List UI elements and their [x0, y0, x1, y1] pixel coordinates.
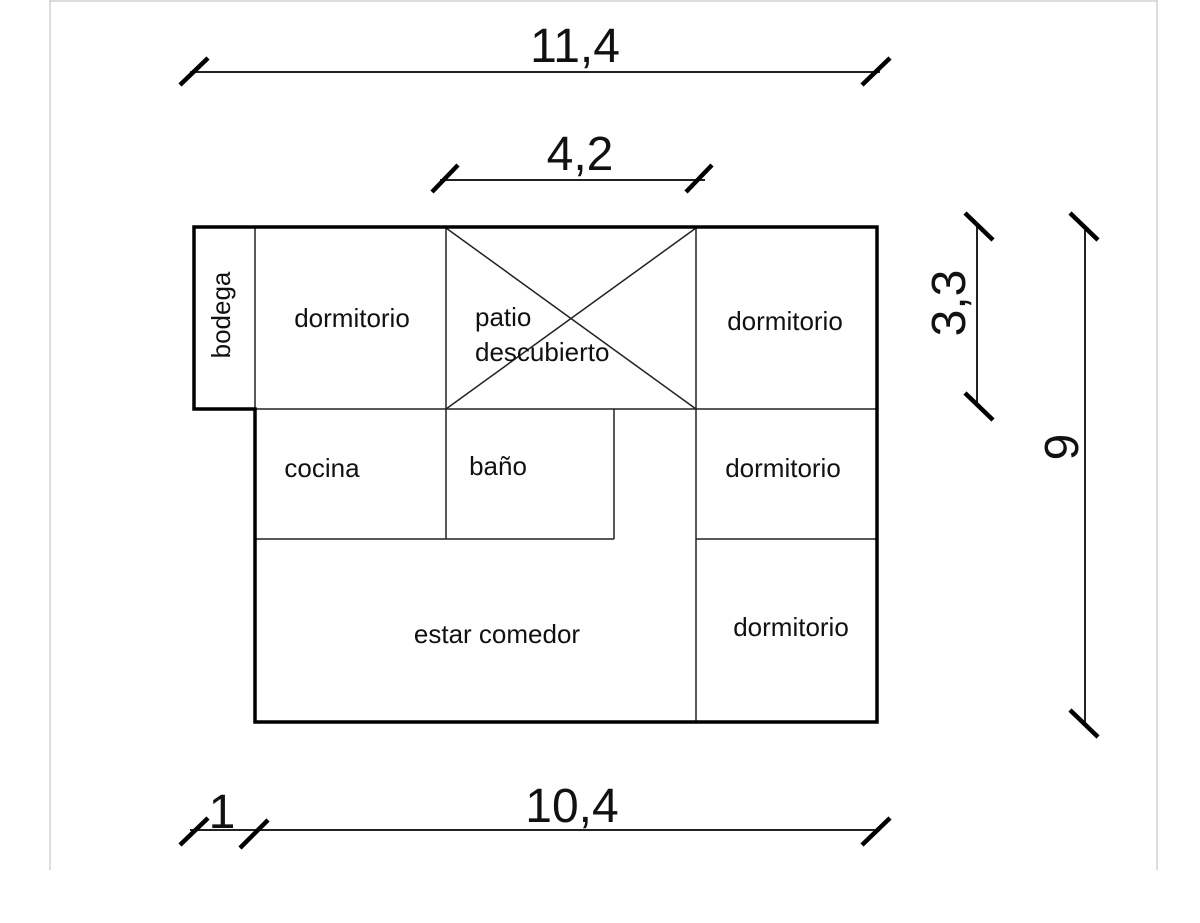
room-label-dormitorio-3: dormitorio [725, 453, 841, 483]
exterior-wall [192, 225, 879, 724]
dimension-bottom: 1 10,4 [178, 780, 892, 850]
dimension-patio-depth-label: 3,3 [923, 270, 976, 337]
room-label-patio: patio [475, 302, 531, 332]
room-label-dormitorio-2: dormitorio [727, 306, 843, 336]
dimension-top-total-label: 11,4 [530, 20, 620, 73]
interior-walls [254, 228, 876, 722]
room-label-cocina: cocina [284, 453, 360, 483]
patio-cross [445, 227, 697, 410]
room-label-descubierto: descubierto [475, 337, 609, 367]
dimension-bodega-width-label: 1 [209, 786, 236, 839]
dimension-top-total: 11,4 [178, 20, 892, 87]
dimension-total-depth-label: 9 [1036, 434, 1089, 461]
dimension-bottom-width-label: 10,4 [525, 780, 618, 833]
room-label-bodega: bodega [206, 271, 236, 358]
dimension-patio-width: 4,2 [430, 128, 714, 194]
dimension-patio-depth: 3,3 [923, 211, 995, 422]
dimension-total-depth: 9 [1036, 211, 1100, 739]
room-label-estar-comedor: estar comedor [414, 619, 581, 649]
room-label-dormitorio-1: dormitorio [294, 303, 410, 333]
room-label-dormitorio-4: dormitorio [733, 612, 849, 642]
dimension-patio-width-label: 4,2 [547, 128, 614, 181]
room-label-bano: baño [469, 451, 527, 481]
